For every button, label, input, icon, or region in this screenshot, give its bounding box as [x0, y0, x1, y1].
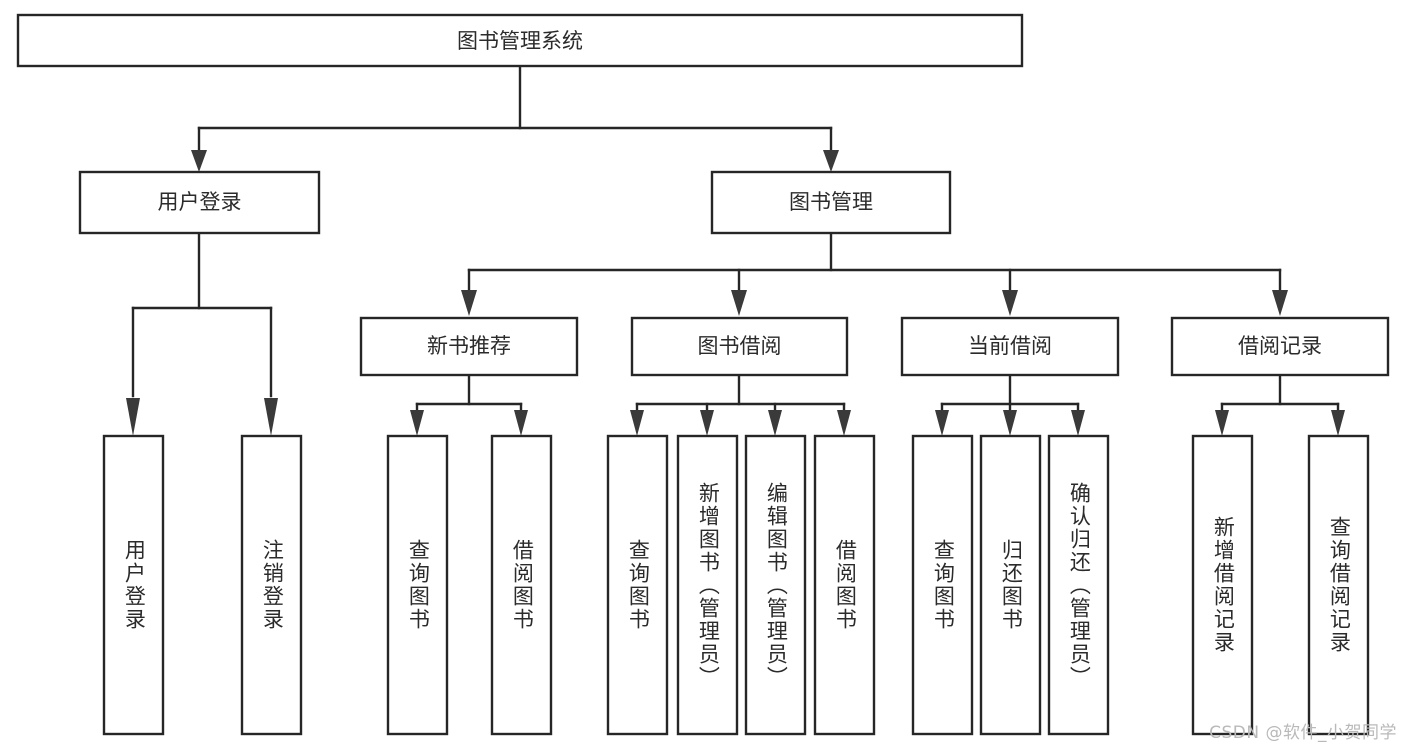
arrowhead-leaf-add-record — [1215, 410, 1229, 436]
arrowhead-leaf-query-book-2 — [630, 410, 644, 436]
node-leaf-add-record[interactable] — [1191, 434, 1254, 736]
csdn-watermark: CSDN @软件_小贺同学 — [1209, 723, 1397, 743]
node-leaf-query-book-3[interactable] — [911, 434, 974, 736]
connector-group-user-login — [126, 231, 278, 436]
node-book-borrow[interactable] — [630, 316, 849, 377]
arrowhead-leaf-edit-book — [768, 410, 782, 436]
arrowhead-book-manage — [823, 150, 839, 172]
node-book-manage-label: 图书管理 — [789, 190, 873, 214]
arrowhead-leaf-confirm-return — [1071, 410, 1085, 436]
arrowhead-leaf-query-book-3 — [935, 410, 949, 436]
node-root-label: 图书管理系统 — [457, 29, 583, 53]
node-current-borrow[interactable] — [900, 316, 1120, 377]
node-leaf-user-login[interactable] — [102, 434, 165, 736]
node-leaf-borrow-book-2[interactable] — [813, 434, 876, 736]
node-leaf-logout-login[interactable] — [240, 434, 303, 736]
node-leaf-borrow-book-1[interactable] — [490, 434, 553, 736]
node-new-book-recommend[interactable] — [359, 316, 579, 377]
node-user-login[interactable] — [78, 170, 321, 235]
connector-group-root — [191, 64, 839, 172]
arrowhead-leaf-borrow-book-2 — [837, 410, 851, 436]
node-current-borrow-label: 当前借阅 — [968, 334, 1052, 358]
node-book-manage[interactable] — [710, 170, 952, 235]
node-user-login-label: 用户登录 — [158, 190, 242, 214]
node-leaf-query-book-2[interactable] — [606, 434, 669, 736]
arrowhead-leaf-logout-login — [264, 398, 278, 436]
arrowhead-leaf-add-book — [700, 410, 714, 436]
node-borrow-record-label: 借阅记录 — [1238, 334, 1322, 358]
node-borrow-record[interactable] — [1170, 316, 1390, 377]
arrowhead-current-borrow — [1002, 290, 1018, 316]
node-leaf-query-book-1[interactable] — [386, 434, 449, 736]
node-leaf-confirm-return[interactable] — [1047, 434, 1110, 736]
connector-group-new-book-recommend — [410, 373, 528, 436]
arrowhead-leaf-query-book-1 — [410, 410, 424, 436]
arrowhead-leaf-query-record — [1331, 410, 1345, 436]
node-book-borrow-label: 图书借阅 — [698, 334, 782, 358]
node-new-book-recommend-label: 新书推荐 — [427, 334, 511, 358]
connector-group-borrow-record — [1215, 373, 1345, 436]
arrowhead-user-login — [191, 150, 207, 172]
arrowhead-borrow-record — [1272, 290, 1288, 316]
node-leaf-edit-book[interactable] — [744, 434, 807, 736]
connector-group-current-borrow — [935, 373, 1085, 436]
node-root[interactable] — [16, 13, 1024, 68]
node-leaf-return-book[interactable] — [979, 434, 1042, 736]
arrowhead-leaf-borrow-book-1 — [514, 410, 528, 436]
arrowhead-leaf-return-book — [1003, 410, 1017, 436]
arrowhead-leaf-user-login — [126, 398, 140, 436]
node-leaf-query-record[interactable] — [1307, 434, 1370, 736]
connector-group-book-borrow — [630, 373, 851, 436]
arrowhead-book-borrow — [731, 290, 747, 316]
arrowhead-new-book-recommend — [461, 290, 477, 316]
node-leaf-add-book[interactable] — [676, 434, 739, 736]
connector-group-book-manage — [461, 231, 1288, 316]
